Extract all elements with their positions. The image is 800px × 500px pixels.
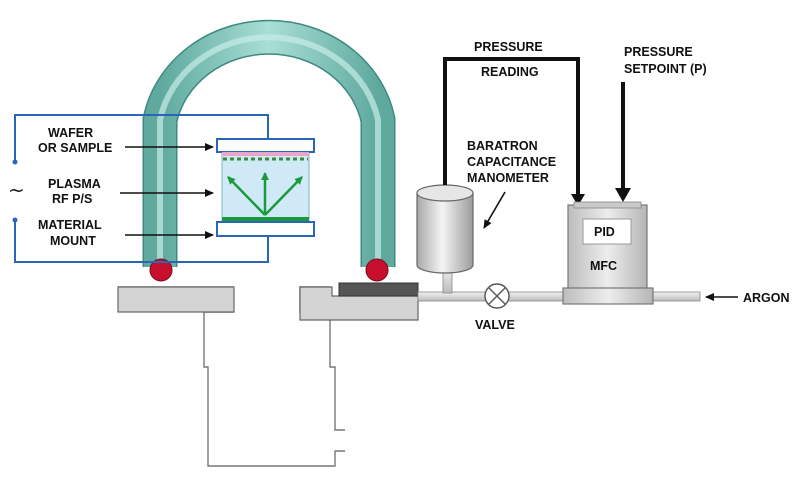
mass-flow-controller [562, 201, 654, 305]
mfc-label: MFC [590, 259, 617, 273]
baratron-pointer-arrow [483, 191, 506, 229]
baratron-label-line3: MANOMETER [467, 171, 549, 185]
chamber-top-plate-left [117, 286, 235, 313]
baratron-label-line1: BARATRON [467, 139, 538, 153]
valve-icon [484, 283, 510, 309]
ac-source-symbol: ~ [8, 178, 25, 202]
plasma-label-line1: PLASMA [48, 177, 101, 191]
pid-label: PID [594, 225, 615, 239]
material-layer [222, 217, 309, 221]
argon-label: ARGON [743, 291, 790, 305]
gas-piping [417, 264, 701, 302]
valve-label: VALVE [475, 318, 515, 332]
baratron-label-line2: CAPACITANCE [467, 155, 556, 169]
setpoint-arrowhead [615, 188, 631, 202]
setpoint-label-line1: PRESSURE [624, 45, 693, 59]
wafer-label-line2: OR SAMPLE [38, 141, 112, 155]
seal-left [149, 258, 173, 282]
baratron-manometer [416, 184, 474, 274]
plasma-label-line2: RF P/S [52, 192, 92, 206]
terminal-bottom [12, 217, 18, 223]
vacuum-chamber-body [117, 282, 419, 467]
pressure-reading-label-line1: PRESSURE [474, 40, 543, 54]
gas-inlet-plate [338, 282, 419, 297]
pressure-reading-wire [443, 57, 580, 200]
emission-arrows [227, 172, 303, 216]
top-electrode [216, 138, 315, 153]
pressure-reading-arrowhead [571, 194, 585, 206]
wafer-label-line1: WAFER [48, 126, 93, 140]
glass-tube [142, 19, 396, 267]
wafer-sample [222, 152, 309, 156]
seal-right [365, 258, 389, 282]
bottom-electrode [216, 221, 315, 237]
mount-label-line2: MOUNT [50, 234, 96, 248]
terminal-top [12, 159, 18, 165]
setpoint-label-line2: SETPOINT (P) [624, 62, 707, 76]
rf-circuit [14, 114, 269, 263]
pressure-reading-label-line2: READING [481, 65, 539, 79]
mount-label-line1: MATERIAL [38, 218, 102, 232]
